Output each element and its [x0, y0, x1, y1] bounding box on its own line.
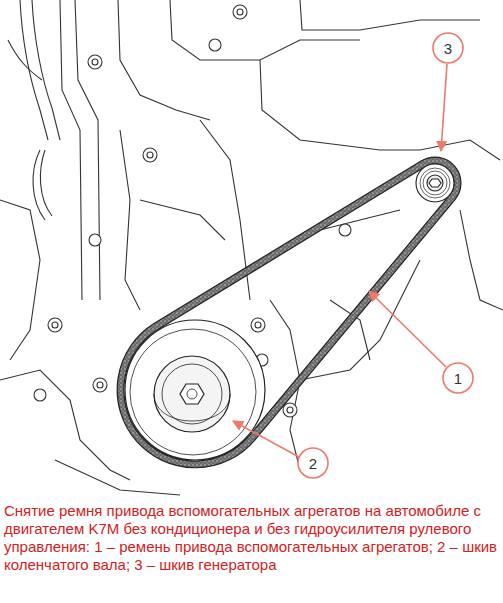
- engine-block: [0, 0, 503, 495]
- figure-caption: Снятие ремня привода вспомогательных агр…: [4, 502, 498, 574]
- callout-number: 2: [309, 456, 317, 471]
- callout-number: 1: [454, 371, 462, 386]
- callout-number: 3: [444, 41, 452, 56]
- alternator-pulley: [416, 164, 454, 202]
- crankshaft-pulley: [125, 320, 265, 460]
- engine-illustration: [0, 0, 503, 500]
- drive-belt: [117, 157, 461, 468]
- callout-markers: [233, 33, 473, 478]
